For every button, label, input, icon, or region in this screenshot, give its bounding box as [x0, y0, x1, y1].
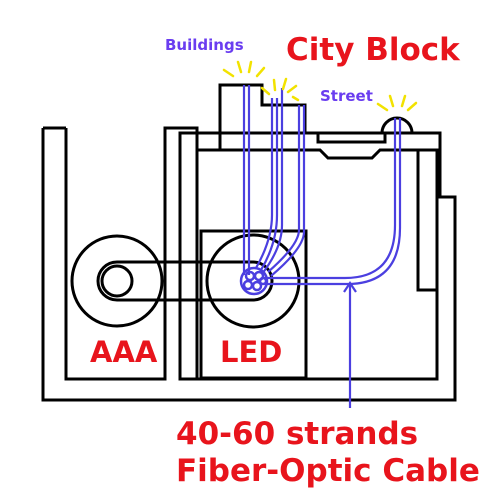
light-sparkles — [222, 60, 418, 112]
enclosure-inner-left-wall — [64, 126, 180, 381]
label-strands: 40-60 strands — [176, 416, 418, 452]
label-city-block: City Block — [286, 32, 461, 68]
battery-terminal — [100, 264, 134, 298]
label-buildings: Buildings — [165, 36, 244, 54]
battery-circle — [70, 234, 164, 328]
label-led: LED — [220, 335, 282, 369]
battery-led-housing — [70, 229, 308, 380]
label-battery: AAA — [90, 335, 158, 369]
battery-led-strap — [96, 260, 274, 302]
fiber-strands — [242, 85, 402, 286]
led-housing-box — [199, 229, 308, 380]
callout-arrow — [343, 281, 357, 408]
label-street: Street — [320, 87, 373, 105]
led-circle — [205, 233, 301, 329]
label-cable: Fiber-Optic Cable — [176, 453, 480, 489]
